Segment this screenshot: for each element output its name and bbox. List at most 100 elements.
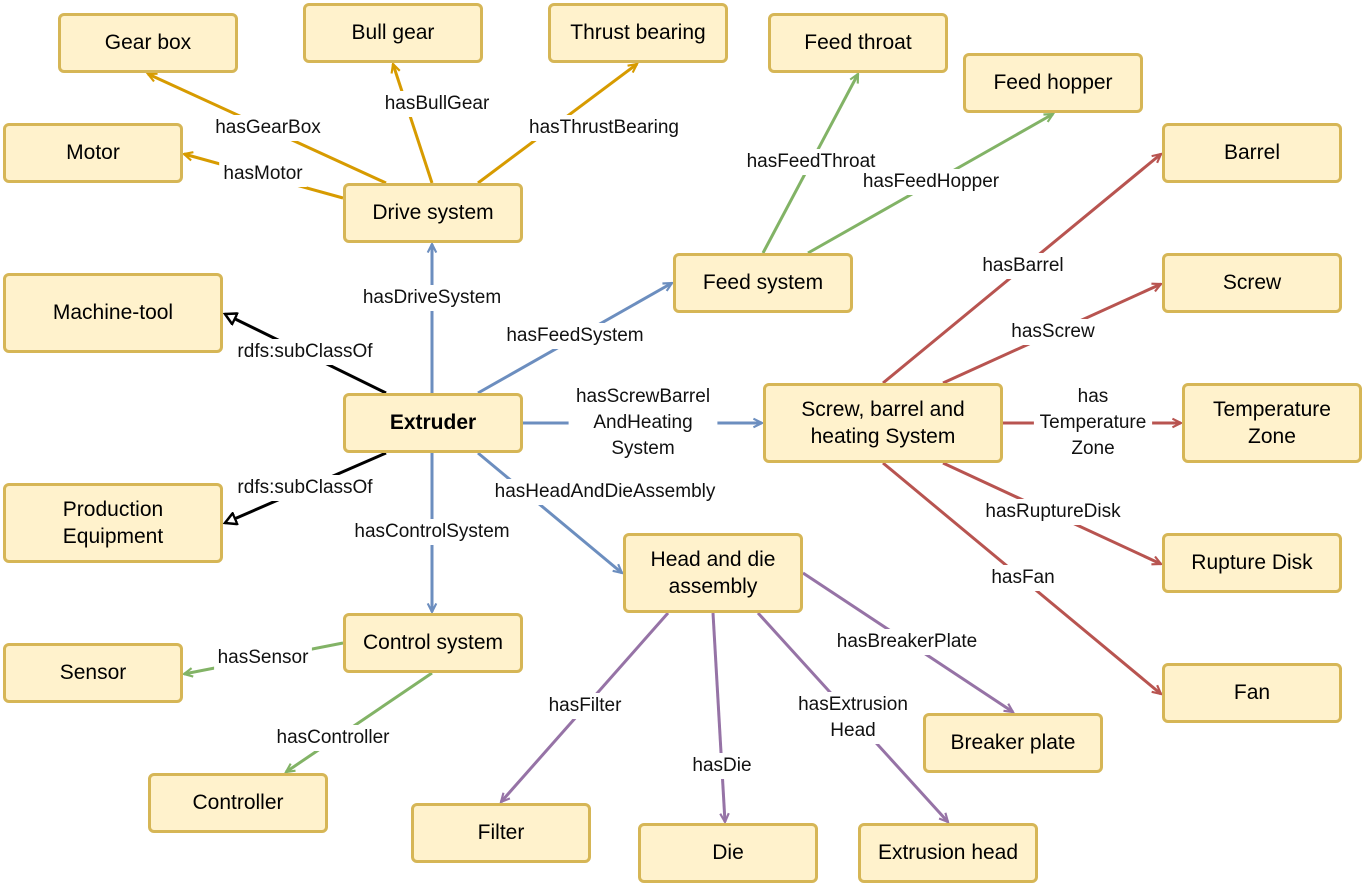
controller-node: Controller [148, 773, 328, 833]
edge-has-gear-box-label-text: hasGearBox [215, 117, 321, 138]
production-equipment-node: Production Equipment [3, 483, 223, 563]
extrusion-head-node: Extrusion head [858, 823, 1038, 883]
temperature-zone-node: Temperature Zone [1182, 383, 1362, 463]
edge-has-screw-label: hasScrew [1009, 319, 1097, 345]
machine-tool-node: Machine-tool [3, 273, 223, 353]
gear-box-node: Gear box [58, 13, 238, 73]
edge-has-controller-label: hasController [263, 725, 403, 751]
screw-node: Screw [1162, 253, 1342, 313]
breaker-plate-node: Breaker plate [923, 713, 1103, 773]
edge-has-breaker-plate-label-text: hasBreakerPlate [837, 631, 977, 652]
edge-has-bull-gear-line [390, 61, 434, 184]
edge-has-head-die-line [477, 451, 624, 575]
edge-has-control-system-label-text: hasControlSystem [354, 521, 509, 542]
sensor-node: Sensor [3, 643, 183, 703]
edge-has-temperature-zone-label-text: Temperature [1040, 412, 1147, 433]
edge-has-motor-label: hasMotor [219, 161, 307, 187]
edge-has-thrust-bearing: hasThrustBearing [477, 62, 689, 185]
edge-has-barrel-label-text: hasBarrel [982, 255, 1063, 276]
edge-has-motor-label-text: hasMotor [223, 163, 303, 184]
edge-has-barrel: hasBarrel [882, 152, 1163, 385]
edge-has-bull-gear-label-text: hasBullGear [385, 93, 490, 114]
edge-has-rupture-disk-label-text: hasRuptureDisk [985, 501, 1121, 522]
edge-has-extrusion-head-label-text: Head [830, 720, 875, 741]
edge-has-thrust-bearing-label-text: hasThrustBearing [529, 117, 679, 138]
edge-has-bull-gear-label: hasBullGear [377, 91, 497, 117]
edge-has-controller-label-text: hasController [277, 727, 391, 748]
edge-has-control-system: hasControlSystem [347, 453, 517, 615]
edge-has-die-label: hasDie [688, 753, 756, 779]
edge-has-controller: hasController [263, 671, 433, 774]
edge-has-feed-hopper-label-text: hasFeedHopper [863, 171, 1000, 192]
thrust-bearing-node: Thrust bearing [548, 3, 728, 63]
edge-subclass-production-label: rdfs:subClassOf [225, 475, 385, 501]
edge-has-drive-system: hasDriveSystem [357, 241, 507, 393]
die-node: Die [638, 823, 818, 883]
edge-has-filter-label: hasFilter [536, 693, 634, 719]
edge-has-screw: hasScrew [942, 282, 1164, 385]
edge-has-temperature-zone-label-text: has [1078, 386, 1109, 407]
edge-subclass-machine-tool-label-text: rdfs:subClassOf [237, 341, 373, 362]
edge-has-control-system-label: hasControlSystem [347, 519, 517, 545]
control-system-node: Control system [343, 613, 523, 673]
edge-has-die-label-text: hasDie [692, 755, 751, 776]
rupture-disk-node: Rupture Disk [1162, 533, 1342, 593]
edge-subclass-production-label-text: rdfs:subClassOf [237, 477, 373, 498]
edge-has-feed-system-label: hasFeedSystem [505, 323, 645, 349]
edge-has-drive-system-label: hasDriveSystem [357, 285, 507, 311]
edge-has-head-die-label-text: hasHeadAndDieAssembly [495, 481, 716, 502]
barrel-node: Barrel [1162, 123, 1342, 183]
fan-node: Fan [1162, 663, 1342, 723]
edge-has-feed-throat-label-text: hasFeedThroat [747, 151, 877, 172]
edge-has-extrusion-head-label-text: hasExtrusion [798, 694, 908, 715]
edge-has-head-die-label: hasHeadAndDieAssembly [495, 479, 716, 505]
edge-has-die-line [711, 612, 730, 825]
edge-has-screw-barrel-label-text: AndHeating [593, 412, 692, 433]
edge-has-sensor-label-text: hasSensor [218, 647, 310, 668]
feed-hopper-node: Feed hopper [963, 53, 1143, 113]
edge-has-screw-barrel-label-text: System [611, 438, 674, 459]
edge-has-screw-label-text: hasScrew [1011, 321, 1095, 342]
edge-has-sensor: hasSensor [181, 641, 344, 678]
edge-has-fan-label: hasFan [989, 565, 1057, 591]
edge-has-filter: hasFilter [499, 612, 670, 804]
edge-has-feed-system: hasFeedSystem [477, 281, 675, 395]
edge-has-feed-hopper-label: hasFeedHopper [861, 169, 1001, 195]
edge-has-head-die: hasHeadAndDieAssembly [477, 451, 716, 575]
head-die-assembly-node: Head and die assembly [623, 533, 803, 613]
bull-gear-node: Bull gear [303, 3, 483, 63]
edge-has-motor: hasMotor [181, 151, 344, 200]
edge-has-drive-system-label-text: hasDriveSystem [363, 287, 501, 308]
edge-subclass-production: rdfs:subClassOf [225, 451, 387, 523]
edge-has-gear-box-label: hasGearBox [214, 115, 322, 141]
edge-has-rupture-disk-label: hasRuptureDisk [978, 499, 1128, 525]
edge-has-barrel-label: hasBarrel [974, 253, 1072, 279]
edge-has-temperature-zone-label-text: Zone [1071, 438, 1114, 459]
filter-node: Filter [411, 803, 591, 863]
edge-has-breaker-plate-label: hasBreakerPlate [827, 629, 987, 655]
edge-has-gear-box: hasGearBox [145, 72, 387, 185]
edge-has-fan: hasFan [882, 461, 1163, 696]
feed-system-node: Feed system [673, 253, 853, 313]
edge-has-sensor-label: hasSensor [214, 645, 312, 671]
edge-has-bull-gear: hasBullGear [377, 61, 497, 184]
edge-has-controller-line [284, 671, 433, 774]
edge-subclass-machine-tool-label: rdfs:subClassOf [225, 339, 385, 365]
edge-has-filter-label-text: hasFilter [549, 695, 623, 716]
screw-barrel-heating-node: Screw, barrel and heating System [763, 383, 1003, 463]
edge-subclass-machine-tool: rdfs:subClassOf [225, 314, 387, 395]
drive-system-node: Drive system [343, 183, 523, 243]
edge-has-feed-throat-label: hasFeedThroat [741, 149, 881, 175]
feed-throat-node: Feed throat [768, 13, 948, 73]
edge-has-feed-system-label-text: hasFeedSystem [506, 325, 643, 346]
motor-node: Motor [3, 123, 183, 183]
edge-has-screw-barrel-label-text: hasScrewBarrel [576, 386, 710, 407]
